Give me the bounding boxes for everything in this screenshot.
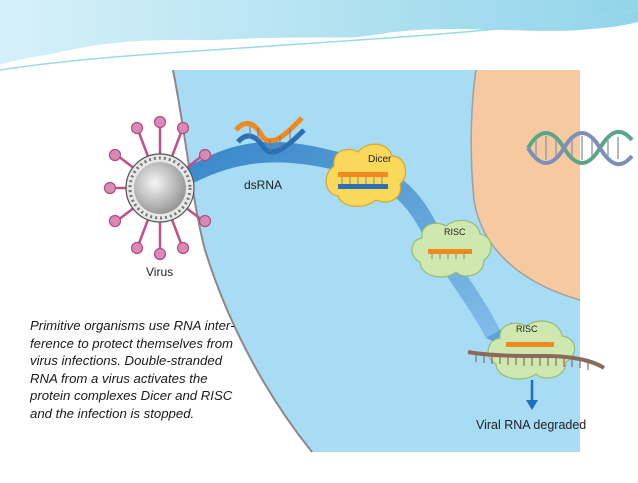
risc-1-label: RISC (444, 227, 466, 237)
caption-line: RNA from a virus activates the (30, 370, 208, 386)
caption-line: Primitive organisms use RNA inter- (30, 318, 235, 333)
dicer-label: Dicer (368, 154, 392, 165)
dsrna-label: dsRNA (244, 178, 283, 192)
caption-line: ference to protect themselves from (30, 335, 234, 351)
down-arrow-icon (526, 380, 538, 410)
virus-label: Virus (146, 265, 174, 279)
degraded-rna-strand (467, 350, 606, 370)
caption-line: and the infection is stopped. (30, 405, 195, 421)
dsrna-strand (234, 116, 306, 155)
degraded-label: Viral RNA degraded (476, 418, 587, 432)
virus-icon (103, 115, 212, 261)
risc-complex-1 (411, 219, 492, 278)
risc-complex-2 (487, 320, 576, 380)
dicer-complex (325, 143, 407, 207)
dna-helix-icon (526, 129, 634, 167)
nucleus (470, 69, 581, 301)
header-wave (0, 0, 638, 71)
caption-text: Primitive organisms use RNA inter- feren… (30, 317, 275, 422)
risc-2-label: RISC (516, 324, 538, 334)
caption-line: protein complexes Dicer and RISC (30, 388, 233, 403)
caption-line: virus infections. Double-stranded (30, 353, 223, 368)
